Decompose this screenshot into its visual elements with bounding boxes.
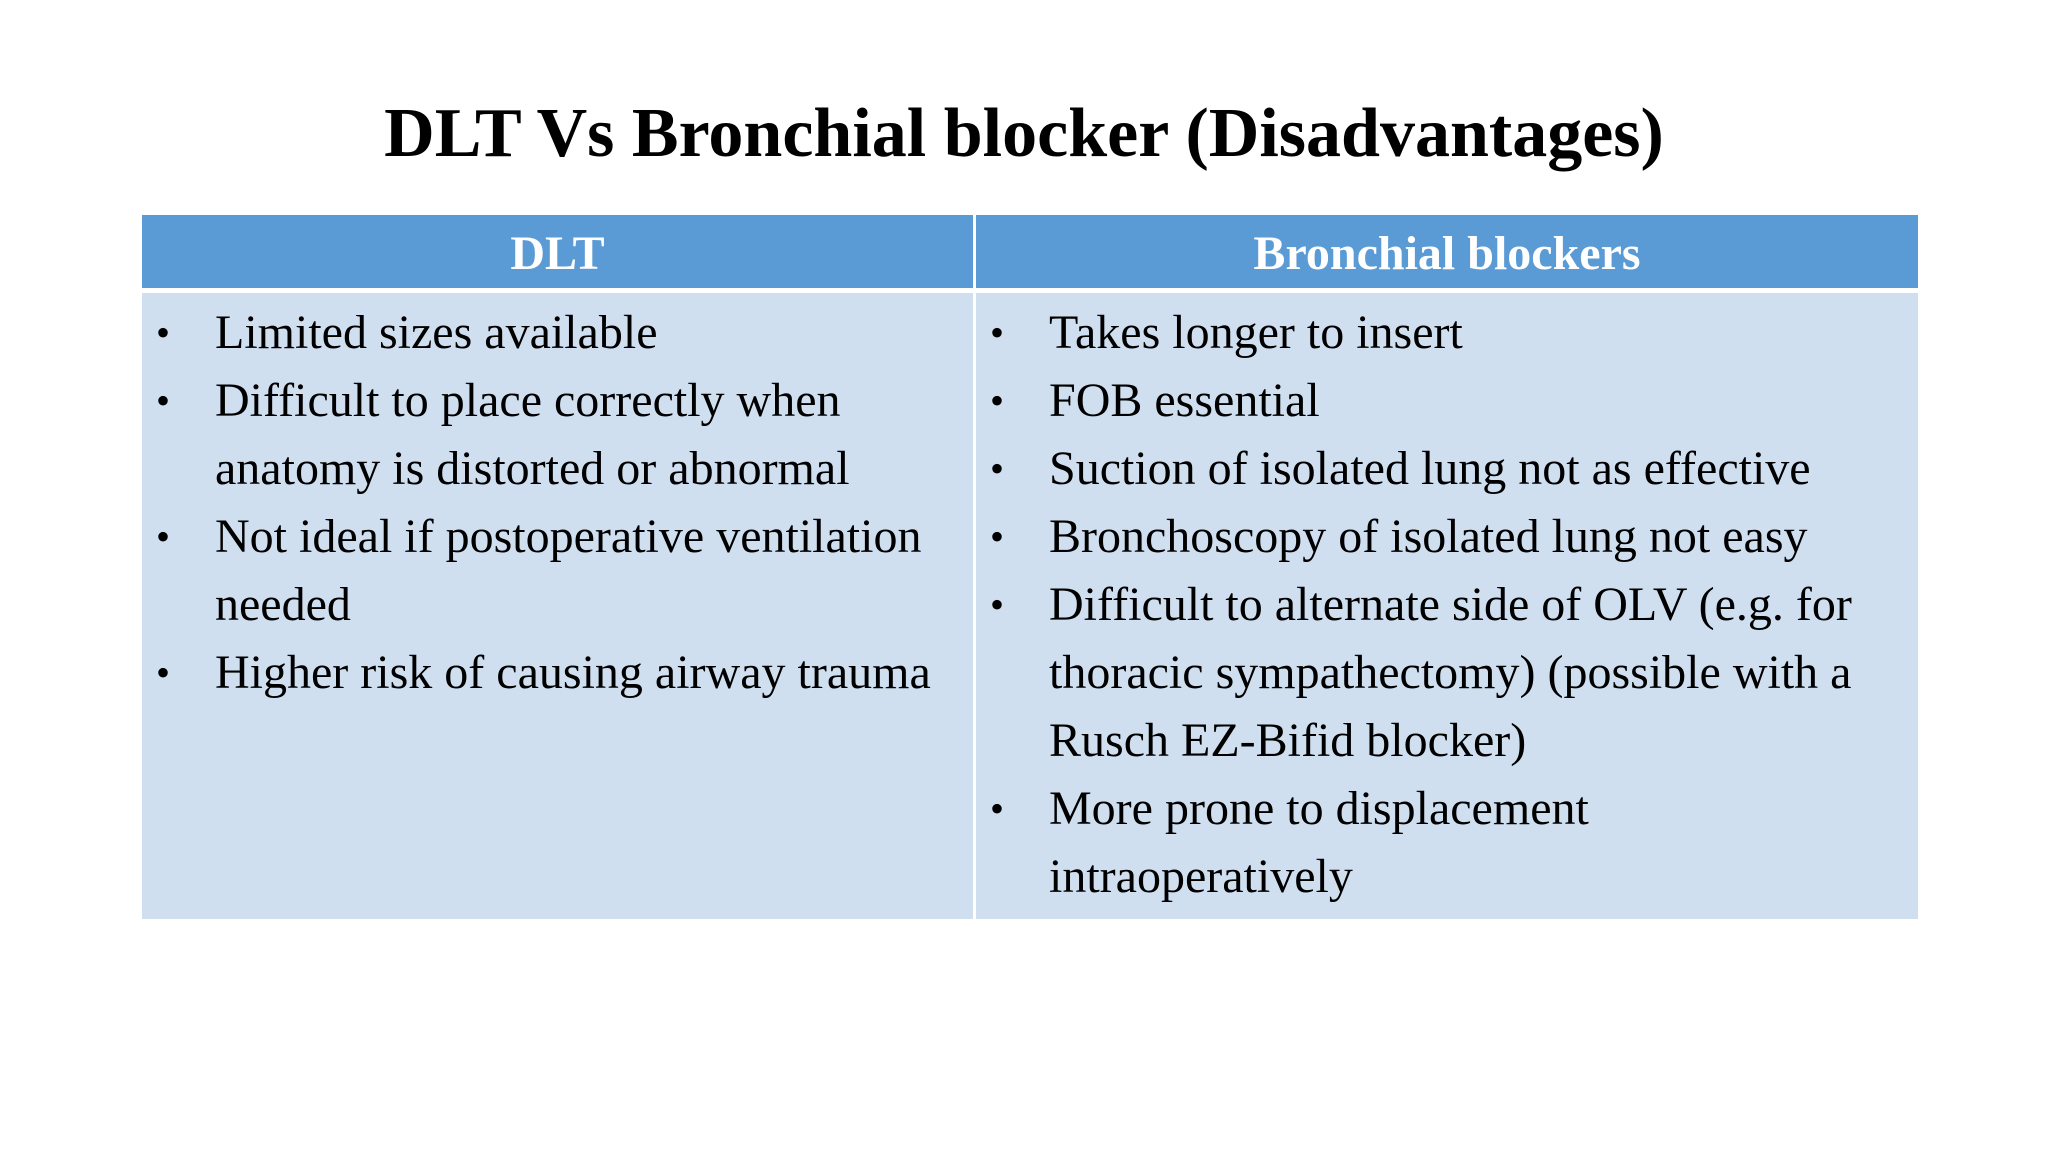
list-item-text: Higher risk of causing airway trauma — [215, 646, 931, 699]
bullet-icon: • — [990, 310, 1005, 355]
column-header-bronchial-blockers: Bronchial blockers — [976, 215, 1918, 288]
list-item: • Difficult to place correctly when anato… — [142, 367, 973, 503]
list-item-text: Suction of isolated lung not as effectiv… — [1049, 442, 1811, 495]
column-body-dlt: • Limited sizes available • Difficult to p… — [142, 293, 973, 919]
list-item: • More prone to displacement intraoperati… — [976, 775, 1918, 911]
comparison-table: DLT • Limited sizes available • Difficult … — [142, 215, 1918, 919]
list-item-text: Difficult to alternate side of OLV (e.g.… — [1049, 578, 1852, 767]
list-item-text: FOB essential — [1049, 374, 1320, 427]
table-column-bronchial-blockers: Bronchial blockers • Takes longer to inse… — [976, 215, 1918, 919]
list-item: • Takes longer to insert — [976, 299, 1918, 367]
table-column-dlt: DLT • Limited sizes available • Difficult … — [142, 215, 973, 919]
bullet-icon: • — [156, 310, 171, 355]
list-item-text: Takes longer to insert — [1049, 306, 1463, 359]
list-item-text: More prone to displacement intraoperativ… — [1049, 782, 1589, 903]
list-item-text: Difficult to place correctly when anatom… — [215, 374, 850, 495]
bullet-icon: • — [156, 378, 171, 423]
bullet-icon: • — [990, 378, 1005, 423]
bullet-list-bronchial-blockers: • Takes longer to insert • FOB essential •… — [976, 293, 1918, 911]
list-item: • FOB essential — [976, 367, 1918, 435]
column-header-dlt: DLT — [142, 215, 973, 288]
bullet-icon: • — [156, 650, 171, 695]
list-item-text: Not ideal if postoperative ventilation n… — [215, 510, 922, 631]
bullet-list-dlt: • Limited sizes available • Difficult to p… — [142, 293, 973, 707]
bullet-icon: • — [990, 582, 1005, 627]
bullet-icon: • — [990, 786, 1005, 831]
bullet-icon: • — [990, 514, 1005, 559]
list-item: • Higher risk of causing airway trauma — [142, 639, 973, 707]
column-body-bronchial-blockers: • Takes longer to insert • FOB essential •… — [976, 293, 1918, 919]
list-item: • Suction of isolated lung not as effecti… — [976, 435, 1918, 503]
list-item-text: Bronchoscopy of isolated lung not easy — [1049, 510, 1808, 563]
list-item-text: Limited sizes available — [215, 306, 658, 359]
bullet-icon: • — [990, 446, 1005, 491]
list-item: • Difficult to alternate side of OLV (e.g… — [976, 571, 1918, 775]
list-item: • Not ideal if postoperative ventilation … — [142, 503, 973, 639]
list-item: • Limited sizes available — [142, 299, 973, 367]
list-item: • Bronchoscopy of isolated lung not easy — [976, 503, 1918, 571]
slide-title: DLT Vs Bronchial blocker (Disadvantages) — [384, 95, 1664, 172]
bullet-icon: • — [156, 514, 171, 559]
